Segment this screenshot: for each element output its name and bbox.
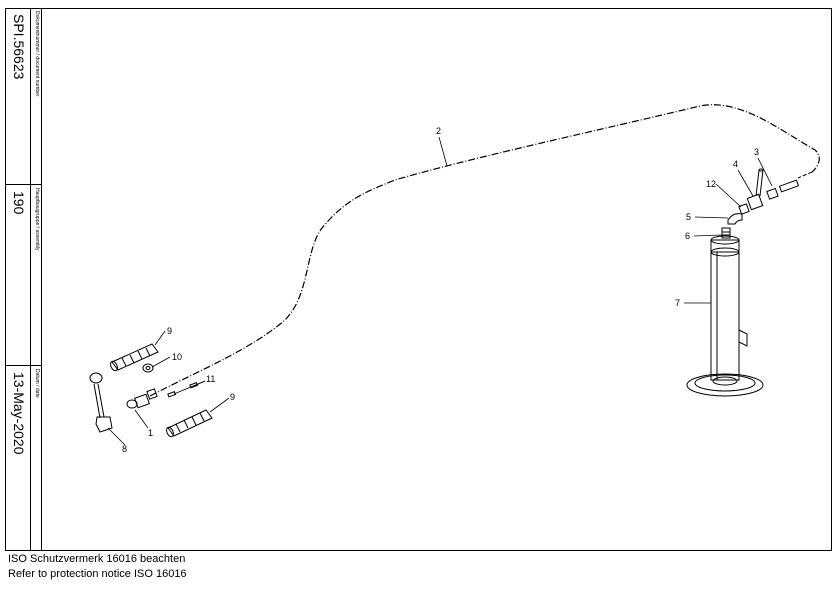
callout-8: 8 — [122, 444, 127, 454]
callout-9-upper: 9 — [167, 326, 172, 336]
callout-6: 6 — [685, 231, 690, 241]
title-block-values-column — [5, 8, 31, 551]
leader-lines — [107, 136, 773, 446]
title-block-labels-column — [31, 8, 42, 551]
tee-fitting — [746, 168, 764, 211]
drawing-frame — [5, 8, 832, 551]
support-jack — [686, 235, 764, 397]
top-fitting — [721, 227, 731, 239]
callout-4: 4 — [733, 159, 738, 169]
callout-12: 12 — [706, 179, 716, 189]
callout-3: 3 — [754, 147, 759, 157]
hex-nut — [142, 363, 154, 373]
callout-10: 10 — [172, 352, 182, 362]
callout-1: 1 — [148, 428, 153, 438]
protection-notice-de: ISO Schutzvermerk 16016 beachten — [8, 553, 186, 565]
coupling — [126, 388, 158, 409]
callout-11: 11 — [206, 374, 215, 384]
grip-handle — [110, 343, 159, 372]
callout-5: 5 — [686, 212, 691, 222]
protection-notice-en: Refer to protection notice ISO 16016 — [8, 568, 187, 580]
callout-9-lower: 9 — [230, 392, 235, 402]
title-block-divider — [5, 184, 42, 185]
grip-handle — [166, 409, 213, 438]
title-block-sidebar: Dokumentnummer / document number SPI.566… — [5, 8, 42, 551]
callout-2: 2 — [436, 126, 441, 136]
callout-7: 7 — [675, 298, 680, 308]
title-block-divider — [5, 365, 42, 366]
straight-fitting — [766, 179, 800, 200]
hose-line — [149, 104, 820, 397]
dust-cap — [89, 372, 113, 433]
nut-fitting — [738, 203, 750, 215]
elbow-fitting — [727, 213, 743, 225]
